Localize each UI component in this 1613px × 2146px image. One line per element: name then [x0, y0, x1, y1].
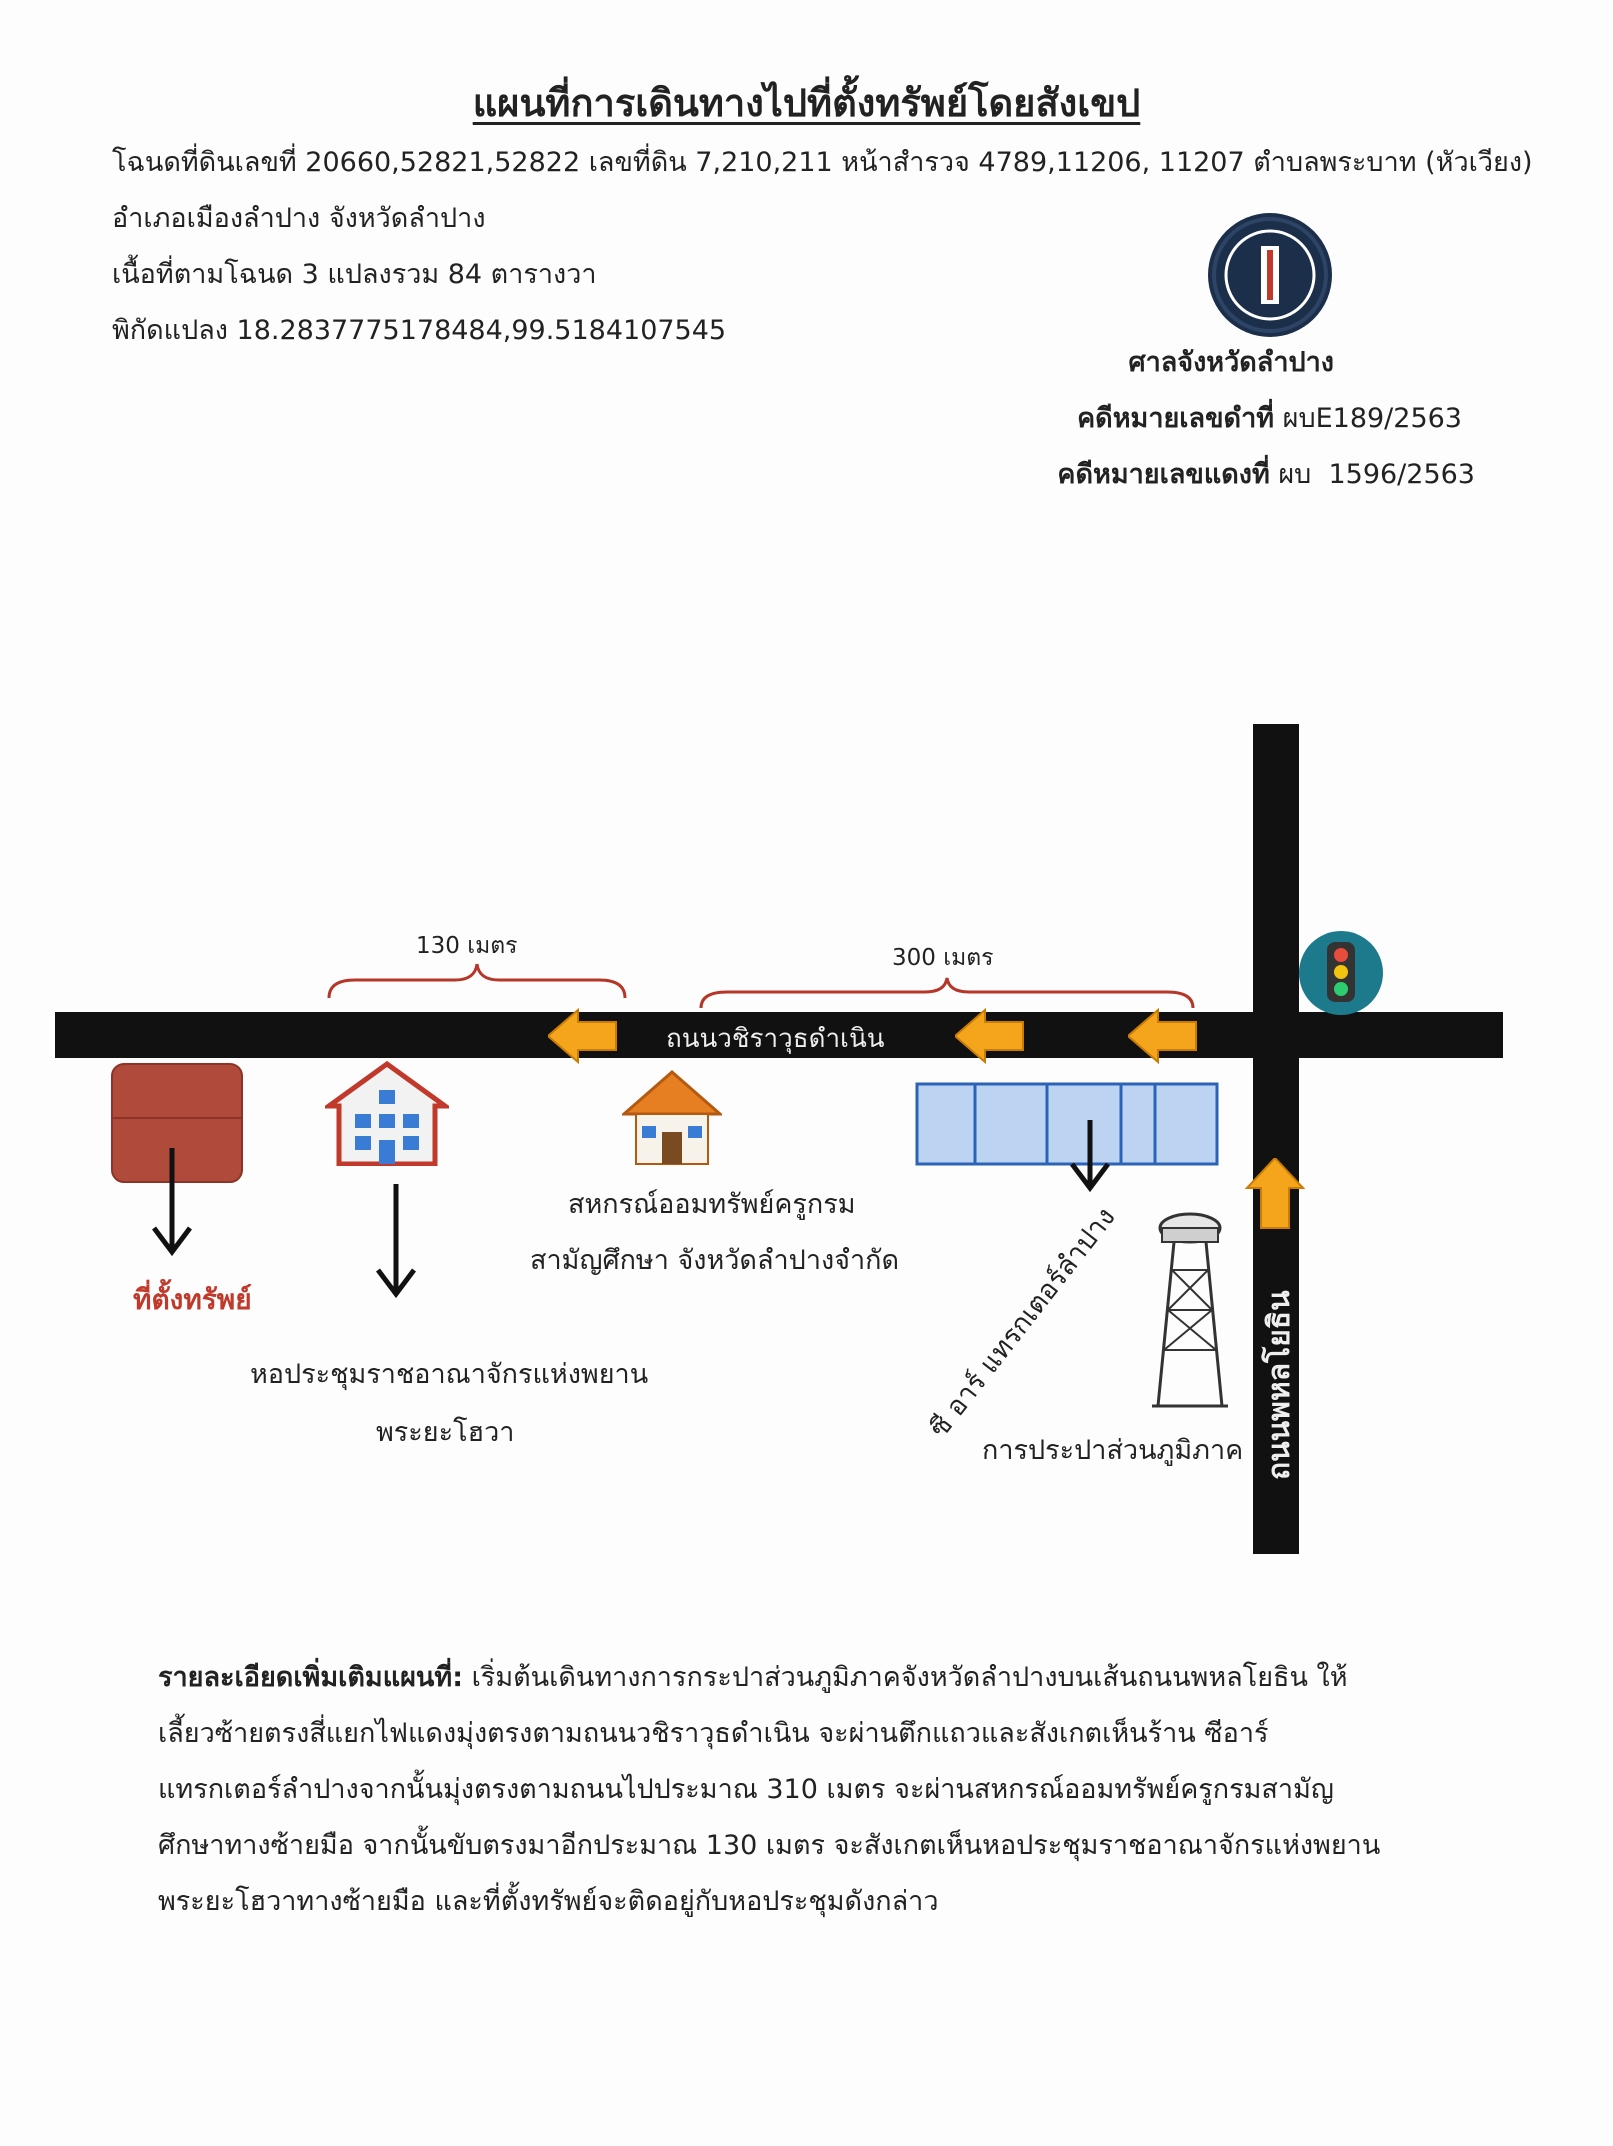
coordinates-line: พิกัดแปลง 18.2837775178484,99.5184107545 — [112, 315, 727, 346]
direction-arrow-icon — [955, 1008, 1024, 1064]
description: รายละเอียดเพิ่มเติมแผนที่: เริ่มต้นเดินท… — [158, 1650, 1388, 1930]
traffic-light-icon — [1299, 931, 1383, 1015]
distance-label-300: 300 เมตร — [892, 945, 994, 971]
description-heading: รายละเอียดเพิ่มเติมแผนที่: — [158, 1662, 463, 1693]
description-body: เริ่มต้นเดินทางการกระปาส่วนภูมิภาคจังหวั… — [158, 1662, 1381, 1917]
kingdom-hall-label-2: พระยะโฮวา — [376, 1417, 515, 1448]
road-vajiravudh-label: ถนนวชิราวุธดำเนิน — [666, 1024, 885, 1054]
coop-label-2: สามัญศึกษา จังหวัดลำปางจำกัด — [530, 1245, 900, 1276]
down-arrow-icon — [152, 1148, 192, 1257]
deed-info-line: โฉนดที่ดินเลขที่ 20660,52821,52822 เลขที… — [112, 147, 1533, 178]
court-name: ศาลจังหวัดลำปาง — [1128, 347, 1334, 378]
direction-arrow-icon — [1128, 1008, 1197, 1064]
coop-label-1: สหกรณ์ออมทรัพย์ครูกรม — [568, 1189, 856, 1220]
red-case-number: คดีหมายเลขแดงที่ ผบ 1596/2563 — [1057, 452, 1475, 495]
property-plot-icon — [111, 1063, 243, 1183]
down-arrow-icon — [1070, 1120, 1110, 1192]
down-arrow-icon — [376, 1184, 416, 1299]
map-title: แผนที่การเดินทางไปที่ตั้งทรัพย์โดยสังเขป — [472, 81, 1141, 125]
shophouse-row-icon — [915, 1082, 1219, 1166]
black-case-label: คดีหมายเลขดำที่ — [1077, 403, 1275, 434]
property-label: ที่ตั้งทรัพย์ — [133, 1283, 252, 1316]
cr-tractor-label: ซี อาร์ แทรกเตอร์ลำปาง — [923, 1202, 1122, 1444]
red-case-label: คดีหมายเลขแดงที่ — [1057, 459, 1270, 490]
court-seal-icon — [1208, 213, 1332, 337]
black-case-number: คดีหมายเลขดำที่ ผบE189/2563 — [1077, 396, 1462, 439]
district-line: อำเภอเมืองลำปาง จังหวัดลำปาง — [112, 203, 486, 234]
direction-arrow-up-icon — [1245, 1158, 1305, 1229]
road-phahonyothin — [1253, 724, 1299, 1554]
kingdom-hall-building-icon — [325, 1060, 449, 1166]
distance-bracket-130 — [327, 963, 627, 999]
red-case-value: ผบ 1596/2563 — [1278, 459, 1475, 490]
area-line: เนื้อที่ตามโฉนด 3 แปลงรวม 84 ตารางวา — [112, 259, 597, 290]
direction-arrow-icon — [548, 1008, 617, 1064]
black-case-value: ผบE189/2563 — [1282, 403, 1462, 434]
pwa-label: การประปาส่วนภูมิภาค — [982, 1435, 1244, 1466]
kingdom-hall-label-1: หอประชุมราชอาณาจักรแห่งพยาน — [250, 1359, 649, 1390]
water-tower-icon — [1152, 1212, 1228, 1408]
road-phahonyothin-label: ถนนพหลโยธิน — [1262, 1290, 1297, 1480]
distance-label-130: 130 เมตร — [416, 933, 518, 959]
distance-bracket-300 — [699, 977, 1195, 1009]
coop-house-icon — [622, 1070, 722, 1165]
